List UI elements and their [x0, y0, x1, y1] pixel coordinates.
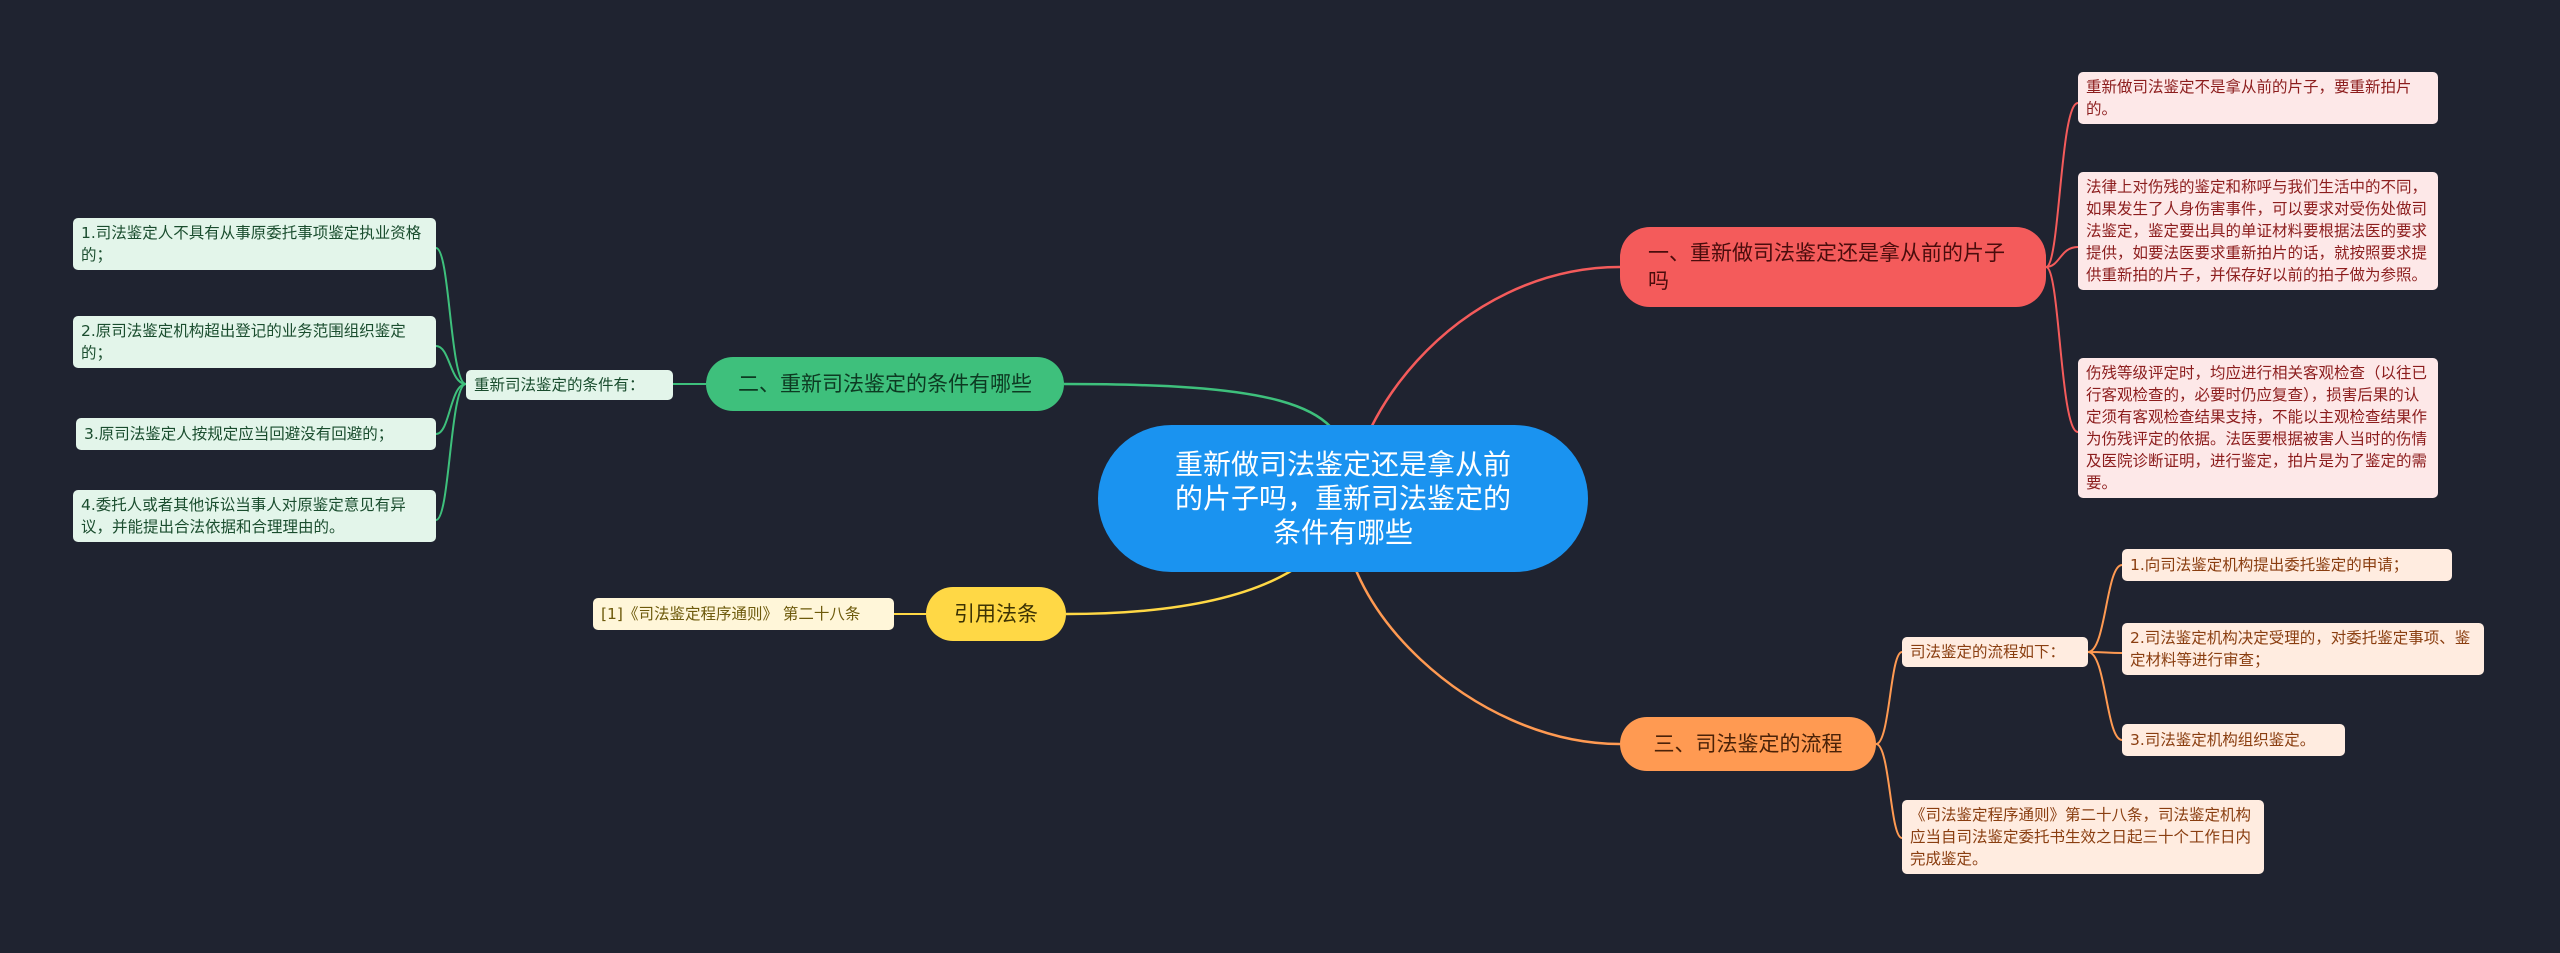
sub-conditions-intro[interactable]: 重新司法鉴定的条件有： [466, 370, 673, 400]
branch-re-appraisal-conditions[interactable]: 二、重新司法鉴定的条件有哪些 [706, 357, 1064, 411]
leaf-text: 1.司法鉴定人不具有从事原委托事项鉴定执业资格的； [81, 224, 422, 264]
branch-appraisal-process[interactable]: 三、司法鉴定的流程 [1620, 717, 1876, 771]
sub-text: 司法鉴定的流程如下： [1910, 643, 2066, 661]
leaf-cited-article[interactable]: [1]《司法鉴定程序通则》 第二十八条 [593, 598, 894, 630]
root-topic-label: 重新做司法鉴定还是拿从前的片子吗，重新司法鉴定的条件有哪些 [1174, 447, 1511, 549]
leaf-text: 2.司法鉴定机构决定受理的，对委托鉴定事项、鉴定材料等进行审查； [2130, 629, 2471, 669]
leaf-text: 2.原司法鉴定机构超出登记的业务范围组织鉴定的； [81, 322, 406, 362]
leaf-text: [1]《司法鉴定程序通则》 第二十八条 [601, 605, 861, 623]
leaf-process-note[interactable]: 《司法鉴定程序通则》第二十八条，司法鉴定机构应当自司法鉴定委托书生效之日起三十个… [1902, 800, 2264, 874]
leaf-no-old-films[interactable]: 重新做司法鉴定不是拿从前的片子，要重新拍片的。 [2078, 72, 2438, 124]
leaf-condition-1[interactable]: 1.司法鉴定人不具有从事原委托事项鉴定执业资格的； [73, 218, 436, 270]
leaf-text: 伤残等级评定时，均应进行相关客观检查（以往已行客观检查的，必要时仍应复查），损害… [2086, 364, 2428, 492]
leaf-condition-2[interactable]: 2.原司法鉴定机构超出登记的业务范围组织鉴定的； [73, 316, 436, 368]
leaf-text: 重新做司法鉴定不是拿从前的片子，要重新拍片的。 [2086, 78, 2412, 118]
sub-process-intro[interactable]: 司法鉴定的流程如下： [1902, 637, 2088, 667]
branch-cited-law[interactable]: 引用法条 [926, 587, 1066, 641]
leaf-text: 法律上对伤残的鉴定和称呼与我们生活中的不同，如果发生了人身伤害事件，可以要求对受… [2086, 178, 2428, 284]
branch-appraisal-process-label: 三、司法鉴定的流程 [1653, 732, 1843, 756]
leaf-text: 3.原司法鉴定人按规定应当回避没有回避的； [84, 425, 394, 443]
root-topic[interactable]: 重新做司法鉴定还是拿从前的片子吗，重新司法鉴定的条件有哪些 [1098, 425, 1588, 572]
leaf-process-2[interactable]: 2.司法鉴定机构决定受理的，对委托鉴定事项、鉴定材料等进行审查； [2122, 623, 2484, 675]
sub-text: 重新司法鉴定的条件有： [474, 376, 645, 394]
branch-reuse-films[interactable]: 一、重新做司法鉴定还是拿从前的片子吗 [1620, 227, 2046, 307]
leaf-disability-grading[interactable]: 伤残等级评定时，均应进行相关客观检查（以往已行客观检查的，必要时仍应复查），损害… [2078, 358, 2438, 498]
leaf-condition-3[interactable]: 3.原司法鉴定人按规定应当回避没有回避的； [76, 418, 436, 450]
branch-re-appraisal-conditions-label: 二、重新司法鉴定的条件有哪些 [738, 372, 1032, 396]
leaf-process-1[interactable]: 1.向司法鉴定机构提出委托鉴定的申请； [2122, 549, 2452, 581]
leaf-text: 4.委托人或者其他诉讼当事人对原鉴定意见有异议，并能提出合法依据和合理理由的。 [81, 496, 406, 536]
branch-reuse-films-label: 一、重新做司法鉴定还是拿从前的片子吗 [1648, 241, 2005, 293]
leaf-condition-4[interactable]: 4.委托人或者其他诉讼当事人对原鉴定意见有异议，并能提出合法依据和合理理由的。 [73, 490, 436, 542]
branch-cited-law-label: 引用法条 [954, 602, 1038, 626]
leaf-text: 3.司法鉴定机构组织鉴定。 [2130, 731, 2316, 749]
leaf-legal-explanation[interactable]: 法律上对伤残的鉴定和称呼与我们生活中的不同，如果发生了人身伤害事件，可以要求对受… [2078, 172, 2438, 290]
leaf-process-3[interactable]: 3.司法鉴定机构组织鉴定。 [2122, 724, 2345, 756]
leaf-text: 1.向司法鉴定机构提出委托鉴定的申请； [2130, 556, 2409, 574]
leaf-text: 《司法鉴定程序通则》第二十八条，司法鉴定机构应当自司法鉴定委托书生效之日起三十个… [1910, 806, 2252, 868]
